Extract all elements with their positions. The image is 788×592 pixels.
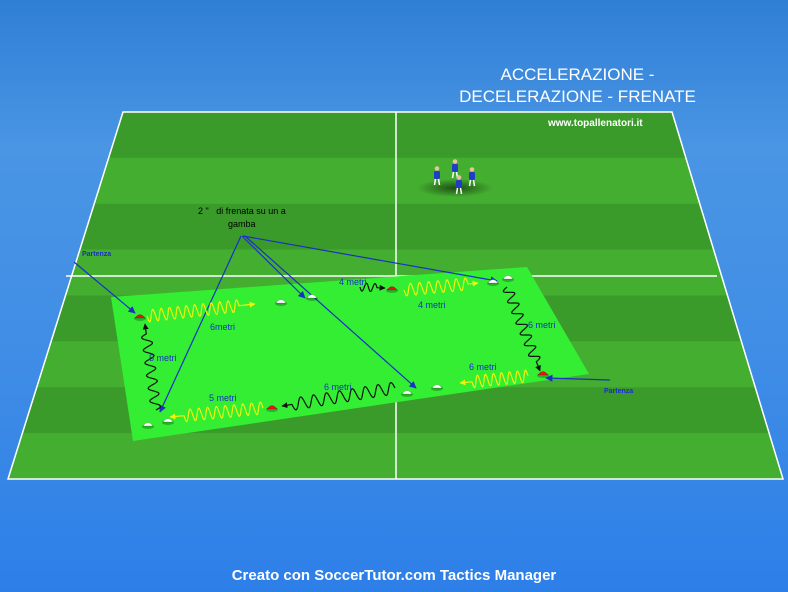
website-label: www.topallenatori.it <box>548 118 643 129</box>
distance-5m-bottom-left: 5 metri <box>209 393 237 403</box>
braking-pointer-3 <box>244 235 417 389</box>
distance-6m-bottom-right: 6 metri <box>469 362 497 372</box>
players-group <box>417 159 493 197</box>
distance-6m-bottom-mid: 6 metri <box>324 382 352 392</box>
pitch-stripe <box>108 112 686 158</box>
white-cone <box>502 275 514 282</box>
braking-pointer-4 <box>159 235 242 413</box>
diagram-title: ACCELERAZIONE - DECELERAZIONE - FRENATE <box>440 64 715 108</box>
drill-area <box>111 267 589 441</box>
running-paths <box>141 277 541 422</box>
distance-6m-right: 6 metri <box>528 320 556 330</box>
cones <box>134 275 549 429</box>
blue-arrows <box>73 235 611 413</box>
braking-pointer-2 <box>242 235 498 284</box>
white-cone <box>142 422 154 429</box>
white-cone <box>306 294 318 301</box>
decel-path-bottom-mid <box>281 381 396 411</box>
braking-pointer-1 <box>241 235 306 299</box>
white-cone <box>275 299 287 306</box>
start-label-left: Partenza <box>82 251 111 258</box>
decel-path-right <box>502 286 541 372</box>
red-cone <box>386 286 398 293</box>
accel-path-bottom-right <box>459 369 529 389</box>
distance-4m-top-upper: 4 metri <box>339 277 367 287</box>
pitch-stripe <box>94 157 700 204</box>
red-cone <box>266 405 278 412</box>
distance-4m-top-lower: 4 metri <box>418 300 446 310</box>
braking-note-line1: 2 " di frenata su un a <box>198 206 286 216</box>
start-label-right: Partenza <box>604 388 633 395</box>
white-cone <box>487 279 499 286</box>
white-cone <box>162 418 174 425</box>
red-cone <box>537 371 549 378</box>
title-line1: ACCELERAZIONE - <box>500 65 655 84</box>
player <box>451 159 459 179</box>
white-cone <box>401 390 413 397</box>
distance-5m-left: 5 metri <box>149 353 177 363</box>
accel-path-bottom-left <box>169 401 264 422</box>
credit-footer: Creato con SoccerTutor.com Tactics Manag… <box>231 567 557 584</box>
red-cone <box>134 314 146 321</box>
white-cone <box>431 384 443 391</box>
player <box>433 166 441 186</box>
start-pointer-right <box>545 374 611 382</box>
player <box>468 167 476 187</box>
title-line2: DECELERAZIONE - FRENATE <box>459 87 696 106</box>
accel-path-top-right <box>403 277 479 297</box>
start-pointer-left <box>73 261 136 314</box>
player <box>455 175 463 195</box>
decel-path-top-mid <box>359 282 386 293</box>
accel-path-top-left <box>146 299 256 323</box>
braking-note-line2: gamba <box>228 219 256 229</box>
distance-6m-top-left: 6metri <box>210 322 235 332</box>
decel-path-left <box>141 323 162 411</box>
